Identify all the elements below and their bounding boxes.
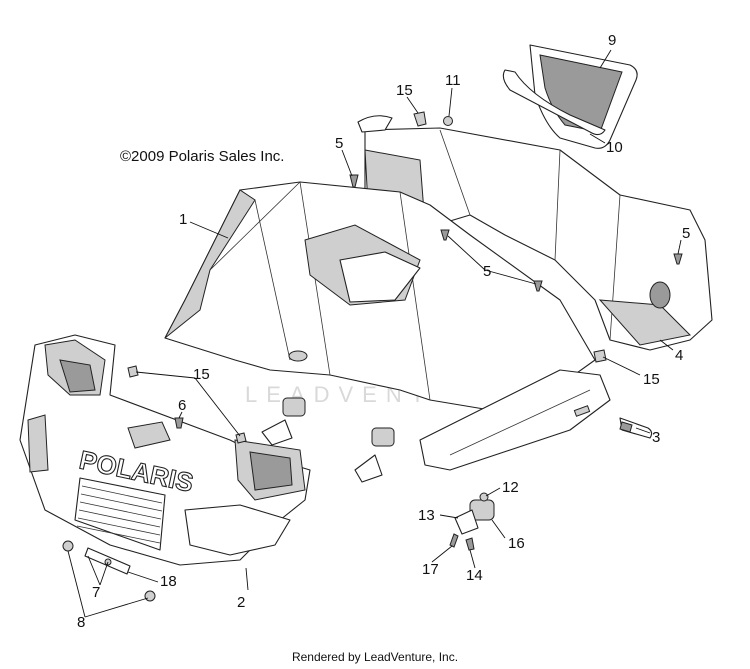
part-5-screw-b[interactable] bbox=[440, 229, 450, 241]
part-10-lens[interactable] bbox=[502, 69, 606, 136]
leader-lines bbox=[67, 49, 682, 618]
callout-1: 1 bbox=[179, 211, 187, 228]
callout-17: 17 bbox=[422, 561, 439, 578]
part-17-bolt[interactable] bbox=[449, 533, 459, 548]
part-15-clip-mid[interactable] bbox=[235, 432, 247, 444]
part-5-screw-a[interactable] bbox=[349, 174, 359, 188]
callout-6: 6 bbox=[178, 397, 186, 414]
mount-bushing-b[interactable] bbox=[354, 427, 395, 483]
part-15-clip-right[interactable] bbox=[593, 349, 607, 363]
part-2-front-fascia[interactable]: POLARIS bbox=[19, 334, 311, 566]
part-9-window-frame[interactable] bbox=[529, 44, 638, 149]
callout-13: 13 bbox=[418, 507, 435, 524]
part-11-nut[interactable] bbox=[443, 116, 453, 126]
part-15-clip-top[interactable] bbox=[413, 111, 427, 127]
part-1-hood[interactable] bbox=[164, 181, 596, 411]
part-15-clip-left[interactable] bbox=[127, 365, 139, 378]
callout-4: 4 bbox=[675, 347, 683, 364]
callout-7: 7 bbox=[92, 584, 100, 601]
footer-credit: Rendered by LeadVenture, Inc. bbox=[291, 650, 459, 664]
callout-labels: 1 2 3 4 5 5 5 5 6 7 8 9 10 11 12 13 14 1… bbox=[77, 32, 690, 631]
callout-5-c: 5 bbox=[682, 225, 690, 242]
callout-14: 14 bbox=[466, 567, 483, 584]
part-3-handle[interactable] bbox=[619, 417, 653, 439]
callout-12: 12 bbox=[502, 479, 519, 496]
mount-bushing-a[interactable] bbox=[261, 397, 306, 446]
callout-11: 11 bbox=[445, 72, 461, 89]
callout-5-a: 5 bbox=[335, 135, 343, 152]
copyright-notice: ©2009 Polaris Sales Inc. bbox=[120, 148, 285, 165]
callout-5-b: 5 bbox=[483, 263, 491, 280]
callout-2: 2 bbox=[237, 594, 245, 611]
callout-15-b: 15 bbox=[643, 371, 660, 388]
part-14-screw[interactable] bbox=[465, 537, 475, 551]
part-3-side-panel[interactable] bbox=[419, 369, 611, 471]
callout-8: 8 bbox=[77, 614, 85, 631]
part-8-nut-bottom[interactable] bbox=[144, 590, 156, 602]
callout-15-a: 15 bbox=[396, 82, 413, 99]
part-6-screw[interactable] bbox=[174, 417, 184, 429]
callout-9: 9 bbox=[608, 32, 616, 49]
callout-15-c: 15 bbox=[193, 366, 210, 383]
callout-3: 3 bbox=[652, 429, 660, 446]
callout-18: 18 bbox=[160, 573, 177, 590]
grille-lines bbox=[76, 485, 163, 544]
part-5-screw-c[interactable] bbox=[533, 280, 543, 292]
part-8-nut-top[interactable] bbox=[62, 540, 74, 552]
part-12-nut[interactable] bbox=[479, 492, 489, 502]
callout-16: 16 bbox=[508, 535, 525, 552]
part-16-bushing[interactable] bbox=[454, 499, 495, 535]
callout-10: 10 bbox=[606, 139, 623, 156]
part-5-screw-d[interactable] bbox=[673, 253, 683, 265]
